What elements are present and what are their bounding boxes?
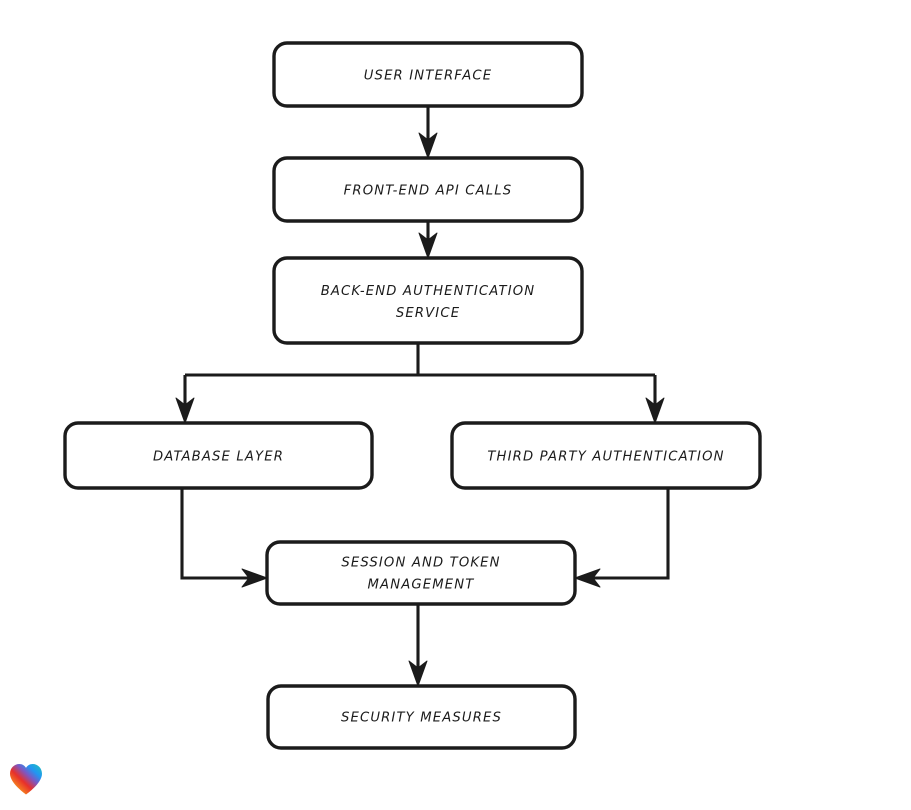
node-session-token-management[interactable]: SESSION AND TOKEN MANAGEMENT <box>265 540 577 606</box>
node-third-party-auth[interactable]: THIRD PARTY AUTHENTICATION <box>450 421 762 490</box>
node-label-database-layer: DATABASE LAYER <box>153 450 284 465</box>
node-label-frontend-api-calls: FRONT-END API CALLS <box>344 184 513 199</box>
node-shape[interactable] <box>265 540 577 606</box>
node-shape[interactable] <box>272 156 584 223</box>
node-frontend-api-calls[interactable]: FRONT-END API CALLS <box>272 156 584 223</box>
edge-session-to-security <box>408 604 428 687</box>
heart-icon <box>10 764 42 795</box>
node-shape[interactable] <box>63 421 374 490</box>
node-label-session-token-management-line1: SESSION AND TOKEN <box>341 556 500 571</box>
node-label-security-measures: SECURITY MEASURES <box>341 711 502 726</box>
node-database-layer[interactable]: DATABASE LAYER <box>63 421 374 490</box>
node-shape[interactable] <box>272 256 584 345</box>
node-user-interface[interactable]: USER INTERFACE <box>272 41 584 108</box>
edge-service-to-database <box>175 375 195 424</box>
edge-thirdparty-to-session <box>574 488 670 588</box>
edge-service-to-thirdparty <box>645 375 665 424</box>
edge-api-to-service <box>418 221 438 259</box>
node-backend-auth-service[interactable]: BACK-END AUTHENTICATION SERVICE <box>272 256 584 345</box>
edge-ui-to-api <box>418 106 438 159</box>
node-shape[interactable] <box>272 41 584 108</box>
node-security-measures[interactable]: SECURITY MEASURES <box>266 684 577 750</box>
node-label-third-party-auth: THIRD PARTY AUTHENTICATION <box>487 450 724 465</box>
node-label-backend-auth-service-line1: BACK-END AUTHENTICATION <box>321 284 536 299</box>
node-shape[interactable] <box>450 421 762 490</box>
node-label-backend-auth-service-line2: SERVICE <box>396 306 460 321</box>
edge-database-to-session <box>180 488 268 588</box>
node-label-session-token-management-line2: MANAGEMENT <box>368 578 475 593</box>
edge-service-to-split <box>185 343 655 377</box>
node-label-user-interface: USER INTERFACE <box>364 69 493 84</box>
node-shape[interactable] <box>266 684 577 750</box>
